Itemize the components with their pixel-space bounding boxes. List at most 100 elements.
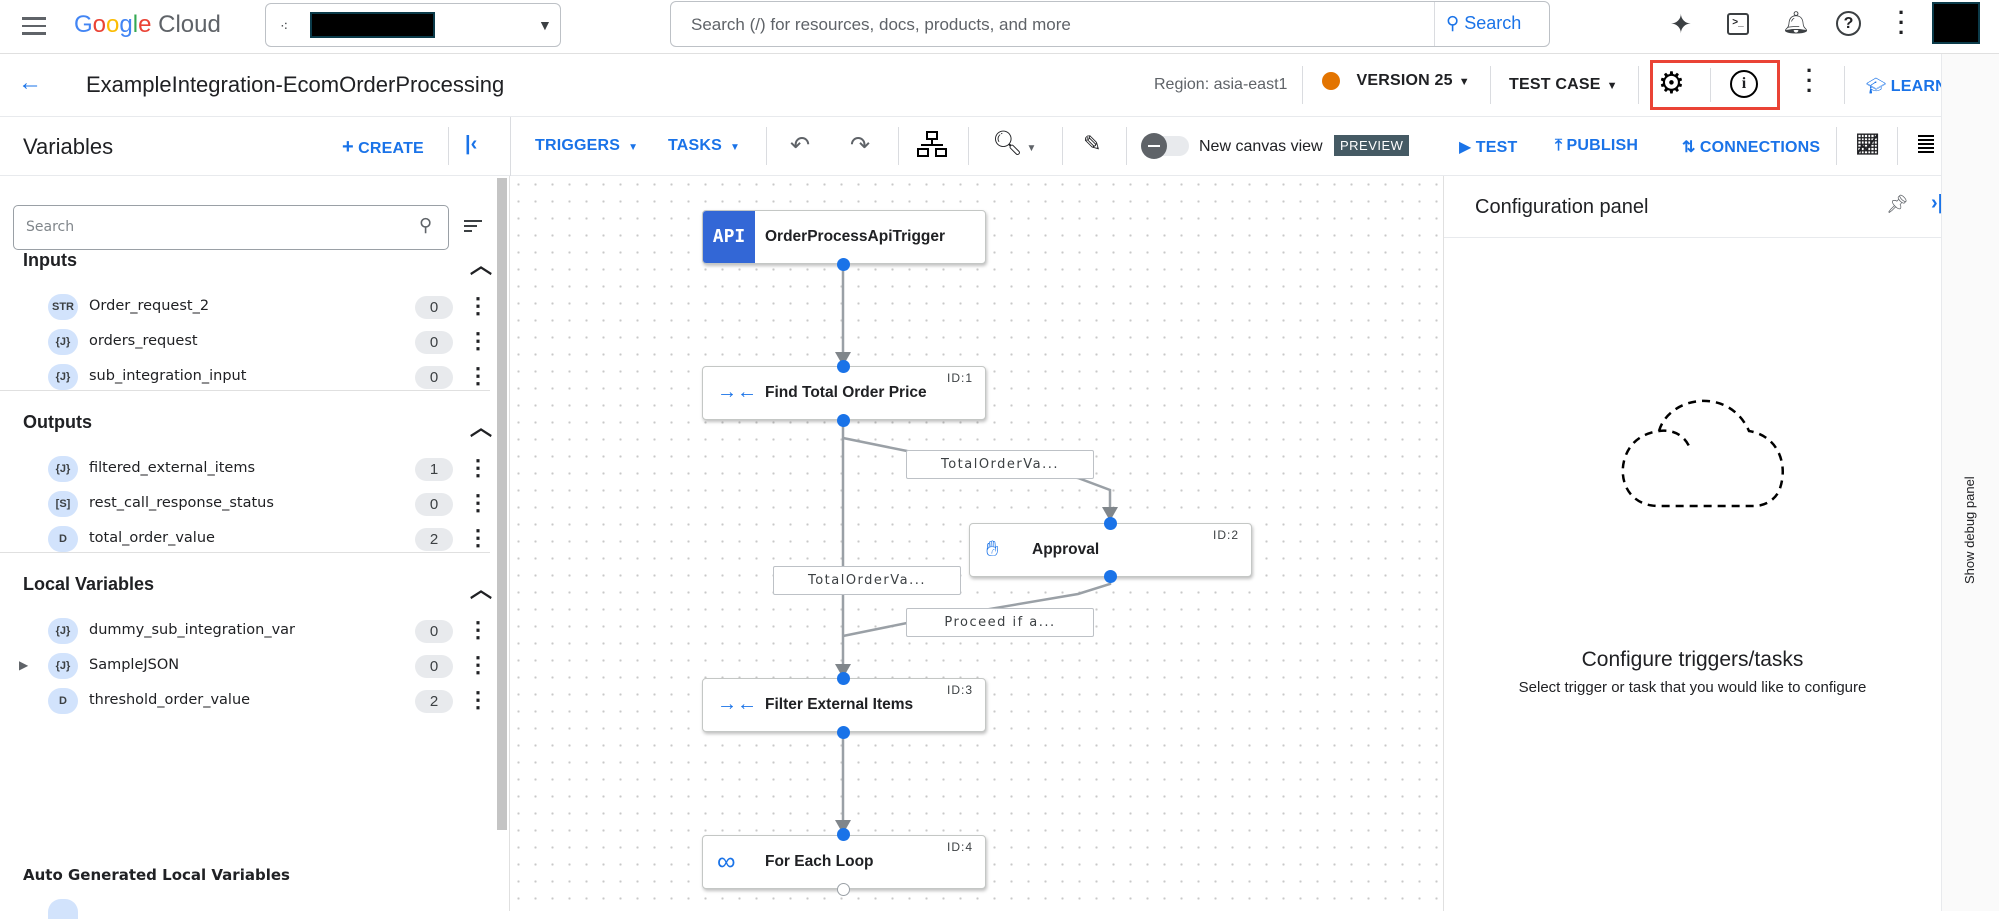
type-chip: {J} — [48, 329, 78, 355]
output-port[interactable] — [1104, 570, 1117, 583]
task-node[interactable]: →← Filter External Items ID:3 — [702, 678, 986, 732]
more-vert-icon[interactable]: ⋮ — [467, 490, 489, 515]
auto-layout-icon[interactable] — [917, 131, 947, 159]
divider — [0, 552, 490, 553]
new-canvas-label: New canvas view — [1199, 138, 1323, 155]
list-view-icon[interactable] — [1918, 135, 1934, 153]
more-vert-icon[interactable]: ⋮ — [467, 455, 489, 480]
edge-label[interactable]: TotalOrderVa... — [773, 566, 961, 595]
more-vert-icon[interactable]: ⋮ — [467, 525, 489, 550]
task-node[interactable]: →← Find Total Order Price ID:1 — [702, 366, 986, 420]
more-vert-icon[interactable]: ⋮ — [467, 363, 489, 388]
more-vert-icon[interactable]: ⋮ — [467, 652, 489, 677]
more-vert-icon[interactable]: ··· — [1898, 0, 1906, 45]
redo-icon[interactable]: ↷ — [850, 132, 871, 159]
collapse-chevron-up-icon[interactable]: ︿ — [470, 253, 493, 278]
config-panel-title: Configuration panel — [1475, 196, 1649, 218]
auto-generated-heading: Auto Generated Local Variables — [23, 866, 290, 884]
edge-label[interactable]: Proceed if a... — [906, 608, 1094, 637]
input-port[interactable] — [837, 828, 850, 841]
google-cloud-logo[interactable]: Google Cloud — [74, 11, 221, 38]
trigger-node[interactable]: API OrderProcessApiTrigger — [702, 210, 986, 264]
zoom-in-icon[interactable]: 🔍︎▼ — [992, 130, 1037, 157]
redacted-project-name — [310, 12, 435, 38]
version-dropdown[interactable]: VERSION 25▼ — [1322, 72, 1470, 100]
collapse-chevron-up-icon[interactable]: ︿ — [470, 415, 493, 440]
type-chip: [S] — [48, 491, 78, 517]
sort-filter-icon[interactable] — [464, 220, 482, 232]
variables-title: Variables — [23, 134, 114, 159]
type-chip: {J} — [48, 456, 78, 482]
output-port[interactable] — [837, 883, 850, 896]
triggers-dropdown[interactable]: TRIGGERS▼ — [535, 137, 639, 154]
analytics-icon[interactable]: 📈︎ — [1855, 134, 1881, 156]
more-vert-icon[interactable]: ⋮ — [467, 328, 489, 353]
empty-state-subtitle: Select trigger or task that you would li… — [1518, 679, 1867, 696]
more-vert-icon[interactable]: ⋮ — [467, 687, 489, 712]
create-variable-button[interactable]: + CREATE — [342, 136, 424, 158]
output-port[interactable] — [837, 414, 850, 427]
pin-icon[interactable]: 📌︎ — [1886, 194, 1909, 214]
info-icon[interactable]: i — [1730, 70, 1758, 98]
undo-icon[interactable]: ↶ — [790, 132, 811, 159]
magic-edit-icon[interactable]: ✎ — [1083, 131, 1102, 156]
task-node[interactable]: ✋︎ Approval ID:2 — [969, 523, 1252, 577]
tasks-dropdown[interactable]: TASKS▼ — [668, 137, 740, 154]
integration-canvas[interactable]: API OrderProcessApiTrigger →← Find Total… — [510, 176, 1443, 911]
settings-gear-icon[interactable]: ⚙ — [1658, 67, 1685, 100]
more-vert-icon[interactable]: ⋮ — [467, 617, 489, 642]
more-vert-icon[interactable]: ⋮ — [467, 293, 489, 318]
gemini-icon[interactable]: ✦ — [1670, 9, 1692, 39]
search-button[interactable]: ⚲ Search — [1446, 13, 1522, 33]
collapse-panel-icon[interactable]: |‹ — [465, 133, 478, 155]
menu-icon[interactable] — [22, 14, 46, 36]
search-bar[interactable]: Search (/) for resources, docs, products… — [670, 1, 1550, 47]
project-picker[interactable]: ⁖ ▼ — [265, 3, 561, 47]
output-port[interactable] — [837, 726, 850, 739]
play-icon: ▶ — [1459, 139, 1472, 156]
usage-count-badge: 1 — [415, 458, 453, 481]
learn-button[interactable]: 🎓︎ LEARN — [1866, 78, 1947, 95]
output-port[interactable] — [837, 258, 850, 271]
configuration-panel: Configuration panel 📌︎ ›| Configure trig… — [1443, 176, 1944, 911]
type-chip: STR — [48, 294, 78, 320]
region-label: Region: asia-east1 — [1154, 76, 1288, 93]
help-icon[interactable]: ? — [1836, 11, 1861, 36]
notifications-icon[interactable]: 🔔︎ — [1782, 10, 1810, 35]
search-input[interactable]: Search (/) for resources, docs, products… — [691, 15, 1071, 34]
variable-search[interactable]: Search ⚲ — [13, 205, 449, 250]
canvas-toolbar: Variables + CREATE |‹ TRIGGERS▼ TASKS▼ ↶… — [0, 117, 1999, 176]
collapse-right-icon[interactable]: ›| — [1931, 192, 1944, 214]
usage-count-badge: 0 — [415, 493, 453, 516]
avatar[interactable] — [1932, 2, 1980, 44]
input-port[interactable] — [1104, 517, 1117, 530]
header-more-vert-icon[interactable]: ··· — [1806, 58, 1814, 103]
test-case-dropdown[interactable]: TEST CASE▼ — [1509, 76, 1618, 93]
variable-search-input[interactable]: Search — [26, 219, 75, 235]
collapse-chevron-up-icon[interactable]: ︿ — [470, 577, 493, 602]
task-node[interactable]: ∞ For Each Loop ID:4 — [702, 835, 986, 889]
connections-button[interactable]: ⇅ CONNECTIONS — [1682, 139, 1821, 156]
top-bar: Google Cloud ⁖ ▼ Search (/) for resource… — [0, 0, 1999, 54]
expand-arrow-icon[interactable]: ▶ — [19, 658, 29, 672]
cloud-shell-icon[interactable]: >_ — [1727, 13, 1749, 35]
input-port[interactable] — [837, 360, 850, 373]
new-canvas-toggle[interactable] — [1141, 133, 1189, 159]
back-arrow-icon[interactable]: ← — [18, 69, 42, 96]
debug-panel-toggle[interactable]: Show debug panel — [1941, 54, 1999, 911]
scrollbar[interactable] — [497, 178, 507, 830]
input-port[interactable] — [837, 672, 850, 685]
edge-label[interactable]: TotalOrderVa... — [906, 450, 1094, 479]
publish-button[interactable]: ⤒ PUBLISH — [1555, 137, 1639, 154]
test-button[interactable]: ▶ TEST — [1459, 139, 1518, 156]
